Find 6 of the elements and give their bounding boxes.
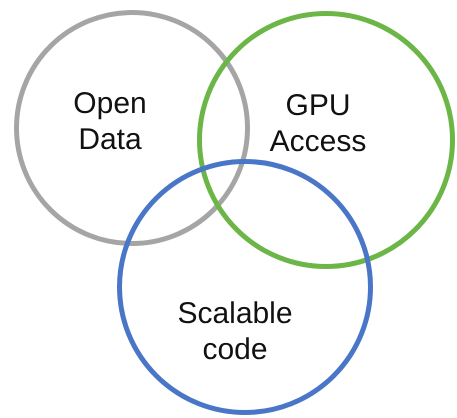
venn-circle [197, 11, 455, 269]
venn-circle [117, 159, 373, 415]
circle-label: Scalable code [176, 296, 294, 368]
venn-circle [14, 10, 250, 246]
circle-label: Open Data [72, 86, 148, 158]
circle-label: GPU Access [268, 88, 368, 160]
